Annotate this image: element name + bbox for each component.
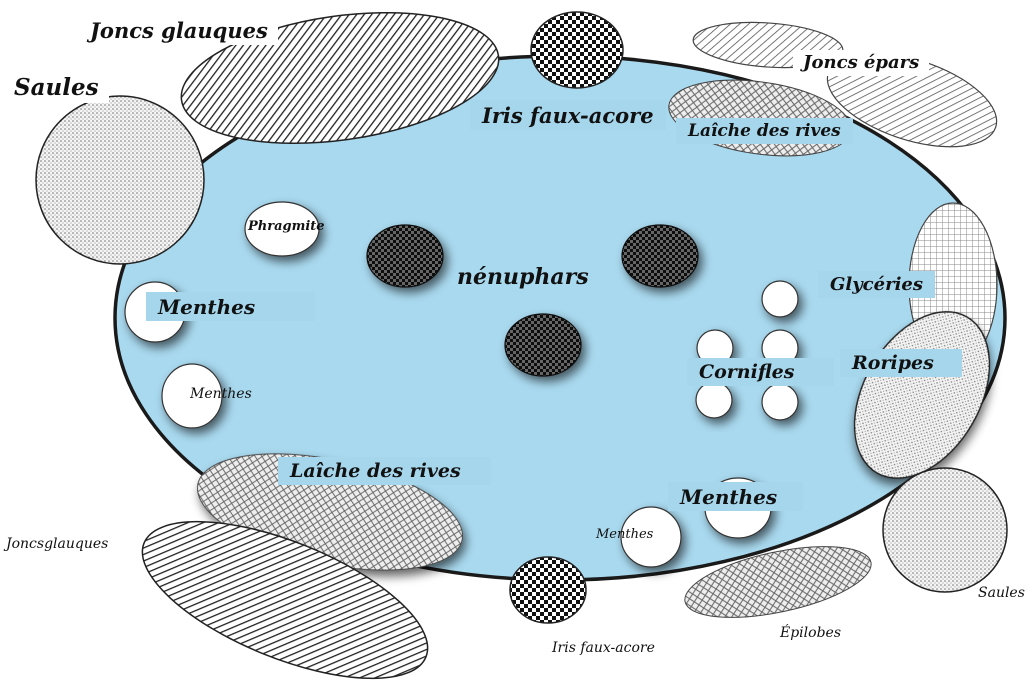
- cornifle-circle: [696, 382, 732, 418]
- iris-bottom-patch: [510, 557, 586, 623]
- glyceries-circle: [762, 281, 798, 317]
- label-iris-bottom: Iris faux-acore: [552, 641, 655, 655]
- label-joncs-glauques-top: Joncs glauques: [80, 16, 278, 45]
- label-roripes: Roripes: [840, 349, 962, 377]
- label-glyceries: Glycéries: [818, 271, 935, 298]
- label-phragmite: Phragmite: [248, 220, 325, 233]
- cornifle-circle: [762, 384, 798, 420]
- nenuphar-pad: [622, 225, 698, 287]
- label-menthes-left: Menthes: [146, 292, 315, 321]
- nenuphar-pad: [505, 314, 581, 376]
- label-joncs-epars: Joncs épars: [793, 50, 929, 76]
- iris-top-patch: [531, 12, 623, 88]
- label-menthes-small-left: Menthes: [190, 387, 252, 401]
- label-menthes-bottom: Menthes: [668, 482, 803, 511]
- label-cornifles: Cornifles: [687, 358, 834, 386]
- label-iris-top: Iris faux-acore: [470, 100, 666, 130]
- label-laiche-top: Laîche des rives: [676, 118, 853, 144]
- label-joncs-glauques-bottom: Joncsglauques: [6, 537, 108, 551]
- label-epilobes: Épilobes: [780, 626, 841, 640]
- saules-bottom-patch: [883, 468, 1007, 592]
- saules-top-patch: [36, 96, 204, 264]
- label-nenuphars: nénuphars: [457, 266, 589, 288]
- label-saules-bottom: Saules: [978, 586, 1025, 600]
- label-saules-top: Saules: [4, 72, 109, 103]
- nenuphar-pad: [367, 225, 443, 287]
- label-menthes-small-bottom: Menthes: [596, 528, 653, 541]
- label-laiche-bottom: Laîche des rives: [278, 457, 491, 485]
